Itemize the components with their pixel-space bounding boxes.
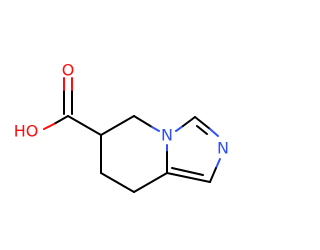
imidazole-bond-n4-c3 — [182, 116, 196, 127]
imidazole-bond-n2-c1-n — [215, 158, 221, 169]
imine-nitrogen-label: N — [217, 139, 229, 158]
imidazole-bond-c1-c8a — [166, 172, 211, 183]
imidazole-bond-n2-c1 — [209, 167, 217, 183]
hydroxyl-label: HO — [14, 122, 39, 141]
imidazole-bond-c3-n2 — [194, 116, 211, 130]
ring-bond-c5-n4 — [133, 115, 153, 128]
carboxyl-ring-bond — [67, 115, 102, 136]
carbonyl-oxygen-label: O — [62, 61, 75, 80]
imidazole-bond-c1-c8a-inner — [171, 167, 204, 176]
ring-bond-c5-n4-n — [151, 126, 160, 132]
hydroxyl-bond-o — [43, 123, 55, 130]
imidazole-bond-n4-c3-n — [175, 125, 184, 132]
imidazole-bond-c3-n2-n — [209, 128, 219, 137]
bridgehead-nitrogen-label: N — [161, 126, 173, 145]
molecule-structure: O HO N N — [14, 61, 229, 193]
ring-bond-c8-c8a — [133, 172, 168, 193]
ring-bond-c7-c8 — [100, 172, 135, 193]
hydroxyl-bond — [53, 115, 69, 125]
ring-bond-c6-c5 — [100, 115, 135, 136]
imidazole-bond-c3-n2-inner — [196, 125, 208, 135]
